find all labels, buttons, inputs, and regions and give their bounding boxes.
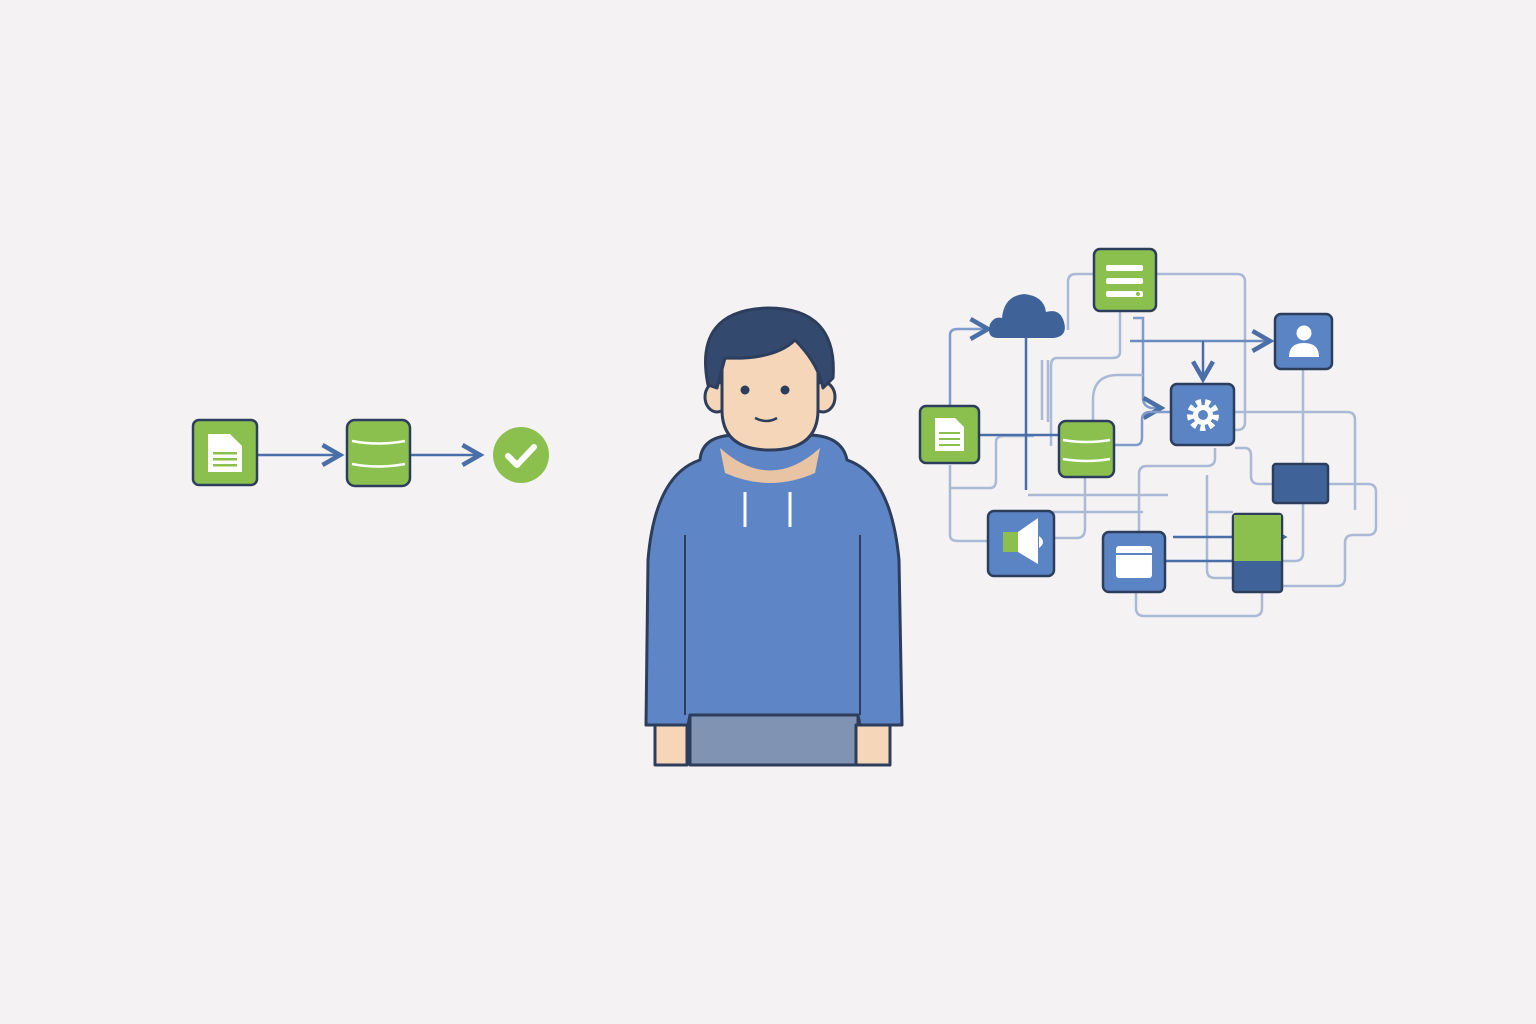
network-connectors	[948, 272, 1378, 618]
user-icon	[1273, 312, 1334, 371]
window-icon	[1101, 530, 1167, 594]
server-list-icon	[1092, 247, 1158, 313]
megaphone-icon	[986, 509, 1056, 578]
person-hoodie-illustration	[644, 306, 904, 767]
stacked-block-icon	[1231, 512, 1284, 594]
hair	[704, 306, 835, 390]
simple-flow	[191, 418, 549, 488]
document-icon	[918, 404, 981, 465]
block-icon	[1271, 462, 1330, 505]
database-icon	[345, 418, 412, 488]
pants	[688, 713, 860, 767]
gear-icon	[1169, 382, 1236, 447]
database-icon	[1057, 419, 1116, 479]
document-icon	[191, 418, 259, 487]
cloud-icon	[989, 294, 1065, 338]
check-icon	[493, 427, 549, 483]
